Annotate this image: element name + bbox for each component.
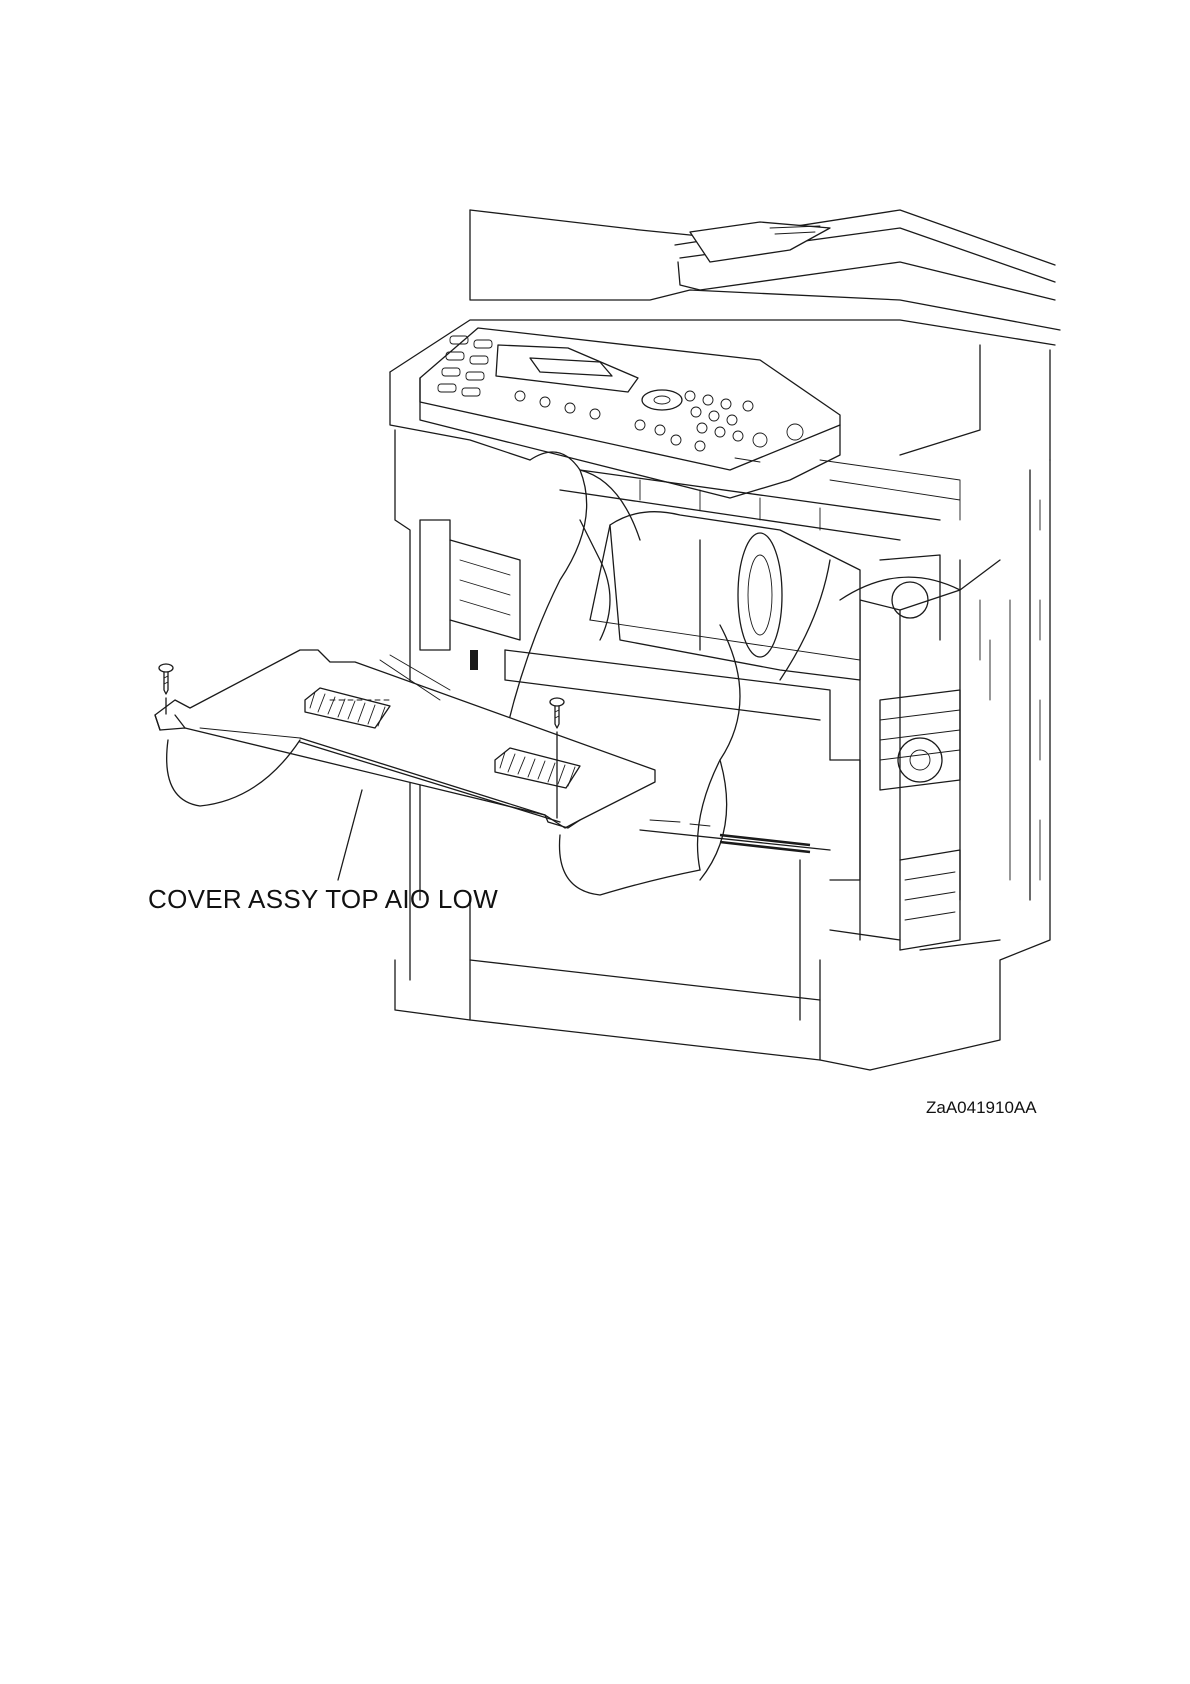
- toner-cartridge: [590, 512, 940, 680]
- figure-id: ZaA041910AA: [926, 1098, 1037, 1118]
- cover-assy-top-aio-low: [155, 650, 655, 828]
- callout-leader: [338, 790, 362, 880]
- control-panel: [420, 328, 840, 498]
- callout-label: COVER ASSY TOP AIO LOW: [148, 884, 498, 915]
